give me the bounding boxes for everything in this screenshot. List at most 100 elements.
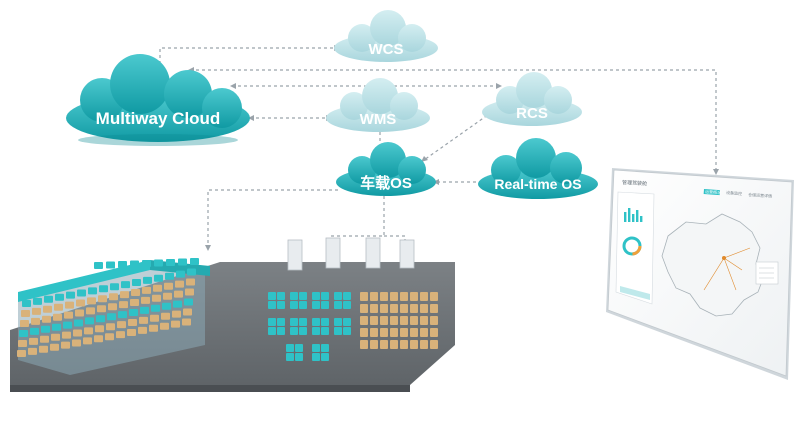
- rack-bin: [149, 324, 158, 332]
- agv-unit: [286, 353, 294, 361]
- rack-bin: [108, 303, 117, 311]
- agv-unit: [321, 353, 329, 361]
- rack-bin: [173, 300, 182, 308]
- shelf-block: [430, 328, 438, 337]
- rack-bin: [66, 291, 75, 299]
- rack-bin: [186, 278, 195, 286]
- agv-unit: [321, 344, 329, 352]
- rack-bin: [18, 340, 27, 347]
- rack-bin: [96, 315, 105, 323]
- rack-bin: [142, 286, 151, 294]
- shelf-block: [400, 340, 408, 349]
- agv-unit: [290, 318, 298, 326]
- rack-bin: [28, 347, 37, 355]
- wms-node: WMS: [326, 78, 430, 132]
- rack-bin: [140, 306, 149, 314]
- agv-unit: [343, 318, 351, 326]
- shelf-block: [410, 340, 418, 349]
- agv-unit: [118, 261, 127, 268]
- connector-rcs-vehicleos: [423, 111, 493, 161]
- shelf-block: [360, 292, 368, 301]
- agv-unit: [312, 292, 320, 300]
- rack-bin: [139, 316, 148, 324]
- connector-vehicleos-warehouse-center: [329, 196, 385, 250]
- rack-bin: [154, 274, 163, 282]
- agv-unit: [321, 318, 329, 326]
- rack-bin: [43, 305, 52, 313]
- realtime-os-label: Real-time OS: [494, 176, 581, 192]
- rack-bin: [64, 311, 73, 319]
- rack-bin: [121, 281, 130, 289]
- monitor-area-chart: [620, 286, 650, 300]
- rack-bin: [21, 310, 30, 317]
- multiway-cloud-label: Multiway Cloud: [96, 109, 221, 128]
- rack-bin: [130, 299, 139, 306]
- agv-unit: [321, 292, 329, 300]
- rack-bin: [143, 276, 152, 284]
- shelf-block: [370, 316, 378, 325]
- rack-bin: [55, 293, 64, 301]
- monitor-bar-chart: [624, 208, 643, 222]
- shelf-block: [380, 340, 388, 349]
- agv-unit: [299, 292, 307, 300]
- shelf-block: [410, 304, 418, 313]
- rack-bin: [33, 297, 42, 305]
- rack-bin: [41, 325, 50, 333]
- shelf-block: [420, 292, 428, 301]
- shelf-block: [390, 328, 398, 337]
- agv-unit: [334, 301, 342, 309]
- agv-unit: [290, 301, 298, 309]
- monitor-tab-active: [703, 189, 720, 196]
- shelf-block: [370, 292, 378, 301]
- shelf-block: [420, 304, 428, 313]
- agv-unit: [290, 327, 298, 335]
- connector-cloud-monitor: [190, 69, 717, 172]
- shelf-block: [380, 328, 388, 337]
- rack-bin: [20, 320, 29, 327]
- rack-bin: [29, 337, 38, 345]
- rack-bin: [141, 296, 150, 304]
- rack-bin: [77, 289, 86, 297]
- agv-unit: [312, 301, 320, 309]
- agv-unit: [94, 262, 103, 269]
- agv-unit: [277, 327, 285, 335]
- monitor-left-panel: [615, 191, 655, 305]
- rack-bin: [87, 297, 96, 305]
- wcs-label: WCS: [369, 41, 404, 58]
- shelf-block: [430, 340, 438, 349]
- monitor-tabs: 运营概况 设备监控 仓储运营详情: [703, 188, 772, 199]
- high-bay-racking: [17, 260, 210, 375]
- rack-bin: [160, 322, 169, 330]
- agv-unit: [299, 301, 307, 309]
- monitor-tab-1: 设备监控: [726, 189, 742, 196]
- rack-bin: [150, 314, 159, 322]
- agv-unit: [268, 301, 276, 309]
- wms-label: WMS: [360, 111, 397, 128]
- agv-unit: [295, 353, 303, 361]
- agv-unit: [286, 344, 294, 352]
- rack-bin: [39, 345, 48, 353]
- agv-unit: [334, 292, 342, 300]
- shelf-block: [430, 316, 438, 325]
- rack-bin: [72, 339, 81, 347]
- rack-bin: [19, 330, 28, 337]
- shelf-block: [430, 304, 438, 313]
- rack-bin: [74, 319, 83, 327]
- agv-unit: [190, 258, 199, 265]
- agv-unit: [321, 327, 329, 335]
- agv-unit: [268, 327, 276, 335]
- rack-bin: [61, 341, 70, 349]
- rack-bin: [163, 292, 172, 300]
- agv-unit: [343, 301, 351, 309]
- rack-bin: [110, 283, 119, 291]
- rack-bin: [98, 295, 107, 303]
- rack-bin: [22, 300, 31, 307]
- shelf-block: [400, 304, 408, 313]
- rack-bin: [118, 311, 127, 319]
- rack-bin: [176, 270, 185, 278]
- agv-unit: [334, 318, 342, 326]
- agv-fleet: [94, 258, 351, 361]
- shelf-block: [390, 316, 398, 325]
- shelf-block: [380, 304, 388, 313]
